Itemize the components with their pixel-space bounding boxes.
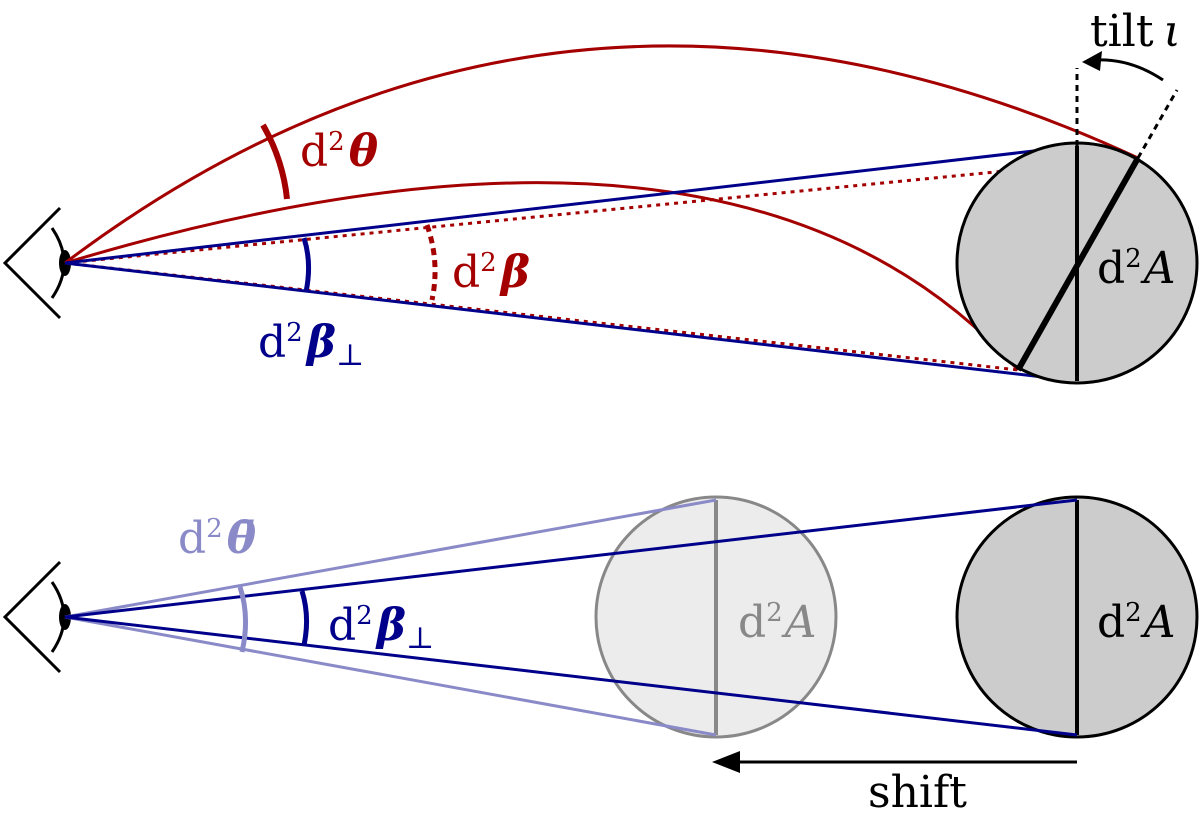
blue-ray-lower <box>64 261 1078 383</box>
ghost-area-disk <box>594 495 838 739</box>
beta-arc <box>424 224 438 301</box>
theta-label: d2θ <box>300 126 379 177</box>
beta-perp-arc <box>301 237 312 293</box>
shift-label: shift <box>868 767 967 815</box>
tilt-extension-line <box>1136 89 1179 159</box>
theta-arc <box>260 123 290 200</box>
red-dotted-ray-lower <box>64 261 1019 372</box>
blue-ray-lower <box>64 615 1078 737</box>
tilted-element <box>1015 156 1141 372</box>
theta-bar-label: d2θ̄ <box>178 513 257 564</box>
light-blue-ray-lower <box>64 615 717 737</box>
beta-perp-arc <box>299 590 310 646</box>
ghost-area-label: d2A <box>738 597 817 648</box>
tilt-arrow <box>1094 58 1164 82</box>
beta-perp-label: d2β⊥ <box>328 600 434 656</box>
shift-arrowhead <box>712 751 740 773</box>
theta-bar-arc <box>237 586 249 653</box>
red-ray-lower <box>64 181 1020 372</box>
area-disk <box>955 495 1199 739</box>
eye-icon <box>2 560 71 674</box>
red-ray-upper <box>64 44 1139 265</box>
blue-ray-upper <box>64 498 1078 619</box>
eye-icon <box>2 206 71 320</box>
beta-label: d2β <box>452 247 530 298</box>
tilt-arrowhead <box>1082 51 1102 71</box>
bottom-panel: d2θ̄ d2β⊥ d2A d2A shift <box>2 495 1199 815</box>
area-label: d2A <box>1097 597 1176 648</box>
beta-perp-label: d2β⊥ <box>258 317 364 373</box>
blue-ray-upper <box>64 144 1078 265</box>
area-label: d2A <box>1097 243 1176 294</box>
light-blue-ray-upper <box>64 498 717 619</box>
